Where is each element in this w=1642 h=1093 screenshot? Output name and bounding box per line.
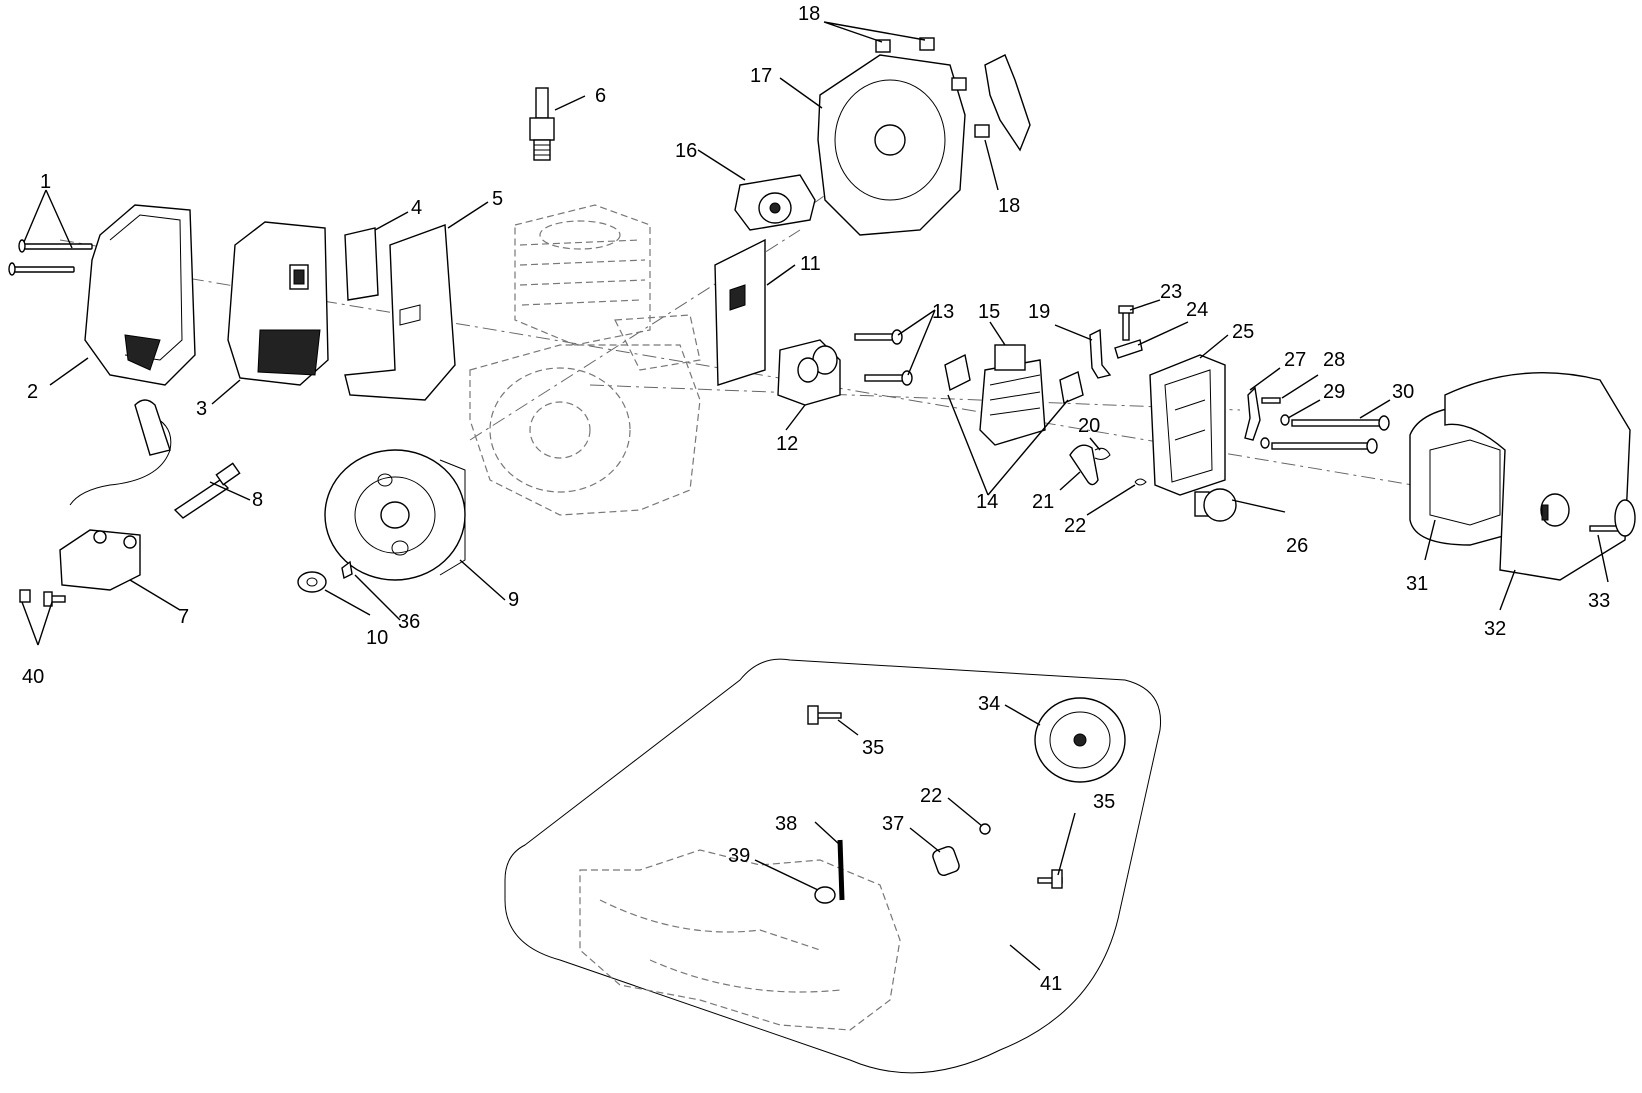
callout-21: 21	[1032, 491, 1054, 513]
callout-29: 29	[1323, 381, 1345, 403]
part-9-flywheel	[324, 449, 466, 581]
part-24-bracket	[1114, 339, 1143, 359]
callout-3: 3	[196, 398, 207, 420]
part-2-muffler-cover	[84, 204, 196, 386]
leader-lines	[21, 21, 1609, 971]
callout-9: 9	[508, 589, 519, 611]
engine-block-ghost	[469, 204, 701, 516]
part-26-primer-bulb	[1194, 488, 1237, 522]
callout-28: 28	[1323, 349, 1345, 371]
part-38-fuel-line	[837, 839, 845, 901]
callout-10: 10	[366, 627, 388, 649]
part-14-carburetor-gaskets	[944, 353, 1084, 404]
callout-7: 7	[178, 606, 189, 628]
callout-11: 11	[800, 253, 821, 275]
part-35-screw-lower	[1037, 869, 1063, 889]
part-21-fuel-line	[1069, 444, 1099, 486]
callout-31: 31	[1406, 573, 1428, 595]
callout-34: 34	[978, 693, 1000, 715]
part-6-spark-plug	[529, 87, 555, 161]
part-4-gasket	[344, 227, 379, 301]
callout-26: 26	[1286, 535, 1308, 557]
callout-2: 2	[27, 381, 38, 403]
callout-12: 12	[776, 433, 798, 455]
fuel-tank-group	[504, 658, 1162, 1074]
callout-30: 30	[1392, 381, 1414, 403]
callout-38: 38	[775, 813, 797, 835]
callout-6: 6	[595, 85, 606, 107]
part-13-bolts	[854, 329, 913, 386]
part-3-muffler	[227, 221, 329, 386]
part-19-choke-lever	[1089, 328, 1112, 379]
part-30-bolts	[1271, 415, 1390, 454]
callout-36: 36	[398, 611, 420, 633]
part-22-clip	[1134, 478, 1147, 486]
callout-37: 37	[882, 813, 904, 835]
part-34-fuel-cap	[1034, 697, 1126, 783]
callout-14: 14	[976, 491, 998, 513]
callout-13: 13	[932, 301, 954, 323]
part-11-gasket	[714, 238, 766, 386]
callout-32: 32	[1484, 618, 1506, 640]
callout-5: 5	[492, 188, 503, 210]
callout-23: 23	[1160, 281, 1182, 303]
part-12-intake-manifold	[777, 339, 841, 406]
part-10-washer	[297, 571, 327, 593]
callout-22: 22	[1064, 515, 1086, 537]
part-37-fuel-filter	[932, 846, 960, 876]
part-40-screws	[19, 589, 66, 607]
callout-35-upper: 35	[862, 737, 884, 759]
callout-15: 15	[978, 301, 1000, 323]
callout-27: 27	[1284, 349, 1306, 371]
part-15-carburetor	[979, 344, 1046, 446]
callout-40: 40	[22, 666, 44, 688]
part-39-grommet	[814, 886, 836, 904]
part-17-recoil-starter	[817, 54, 1031, 236]
part-27-bracket	[1244, 386, 1261, 441]
callout-25: 25	[1232, 321, 1254, 343]
part-28-screw	[1261, 397, 1281, 404]
callout-18-top: 18	[798, 3, 820, 25]
callout-18-right: 18	[998, 195, 1020, 217]
part-7-ignition-coil	[59, 399, 172, 591]
callout-1: 1	[40, 171, 51, 193]
callout-35-lower: 35	[1093, 791, 1115, 813]
callout-19: 19	[1028, 301, 1050, 323]
callout-33: 33	[1588, 590, 1610, 612]
callout-4: 4	[411, 197, 422, 219]
part-36-key	[341, 560, 353, 580]
part-16-starter-pulley	[734, 174, 816, 231]
part-25-air-filter-base	[1149, 354, 1226, 496]
part-1-screws	[8, 239, 93, 276]
part-32-air-filter-cover	[1444, 372, 1631, 581]
part-22-fitting	[979, 823, 991, 835]
part-20-clip	[1094, 447, 1111, 460]
callout-labels: 1 2 3 4 5 6 7 8 9 10 11 12 13 14 15 16 1…	[22, 3, 1610, 995]
part-29-washers	[1260, 414, 1290, 449]
part-35-screw-upper	[807, 705, 842, 725]
callout-17: 17	[750, 65, 772, 87]
callout-41: 41	[1040, 973, 1062, 995]
part-23-screw	[1118, 305, 1134, 341]
part-8-terminal-connector	[173, 462, 241, 519]
part-18-screws	[875, 37, 990, 138]
part-5-heat-shield	[344, 224, 456, 401]
callout-22-tank: 22	[920, 785, 942, 807]
callout-24: 24	[1186, 299, 1208, 321]
callout-39: 39	[728, 845, 750, 867]
callout-16: 16	[675, 140, 697, 162]
part-33-knob	[1589, 499, 1636, 537]
callout-20: 20	[1078, 415, 1100, 437]
callout-8: 8	[252, 489, 263, 511]
